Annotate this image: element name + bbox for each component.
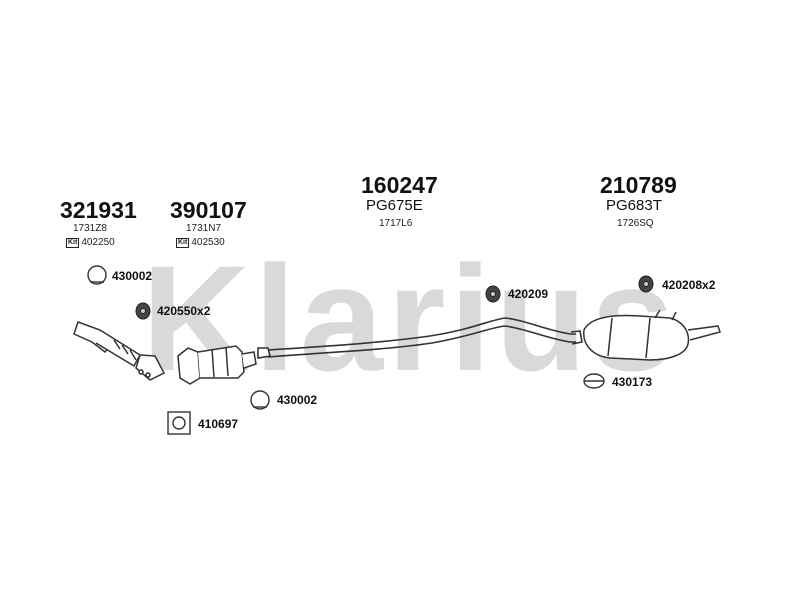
part-number-160247: 160247 bbox=[361, 172, 438, 198]
rubber-mid-icon bbox=[485, 285, 501, 303]
kit-value: 402250 bbox=[81, 237, 115, 248]
accessory-label-rubber-right: 420208x2 bbox=[662, 278, 716, 292]
catalytic-converter-drawing bbox=[177, 345, 257, 385]
kit-value: 402530 bbox=[191, 237, 225, 248]
part-number-321931: 321931 bbox=[60, 197, 137, 223]
rear-silencer-drawing bbox=[583, 309, 721, 361]
clamp-right-icon bbox=[583, 373, 605, 389]
accessory-label-gasket: 410697 bbox=[198, 417, 239, 431]
oem-number: 1726SQ bbox=[617, 218, 654, 229]
kit-tag: Kit bbox=[176, 238, 190, 248]
accessory-label-rubber-mid: 420209 bbox=[508, 287, 549, 301]
part-number-390107: 390107 bbox=[170, 197, 247, 223]
oem-number: 1731Z8 bbox=[73, 223, 107, 234]
clamp-bottom-icon bbox=[250, 390, 270, 410]
reference-code: PG675E bbox=[366, 197, 423, 214]
rubber-left-icon bbox=[135, 302, 151, 320]
oem-number: 1717L6 bbox=[379, 218, 413, 229]
clamp-top-icon bbox=[87, 265, 107, 285]
middle-pipe-drawing bbox=[257, 317, 583, 359]
oem-number: 1731N7 bbox=[186, 223, 222, 234]
reference-code: PG683T bbox=[606, 197, 662, 214]
accessory-label-rubber-left: 420550x2 bbox=[157, 304, 211, 318]
accessory-label-clamp-bottom: 430002 bbox=[277, 393, 318, 407]
kit-number: Kit 402250 bbox=[66, 237, 115, 249]
accessory-label-clamp-top: 430002 bbox=[112, 269, 153, 283]
kit-tag: Kit bbox=[66, 238, 80, 248]
part-number-210789: 210789 bbox=[600, 172, 677, 198]
rubber-right-icon bbox=[638, 275, 654, 293]
accessory-label-clamp-right: 430173 bbox=[612, 375, 653, 389]
gasket-icon bbox=[167, 411, 191, 435]
kit-number: Kit 402530 bbox=[176, 237, 225, 249]
front-pipe-drawing bbox=[73, 321, 166, 381]
